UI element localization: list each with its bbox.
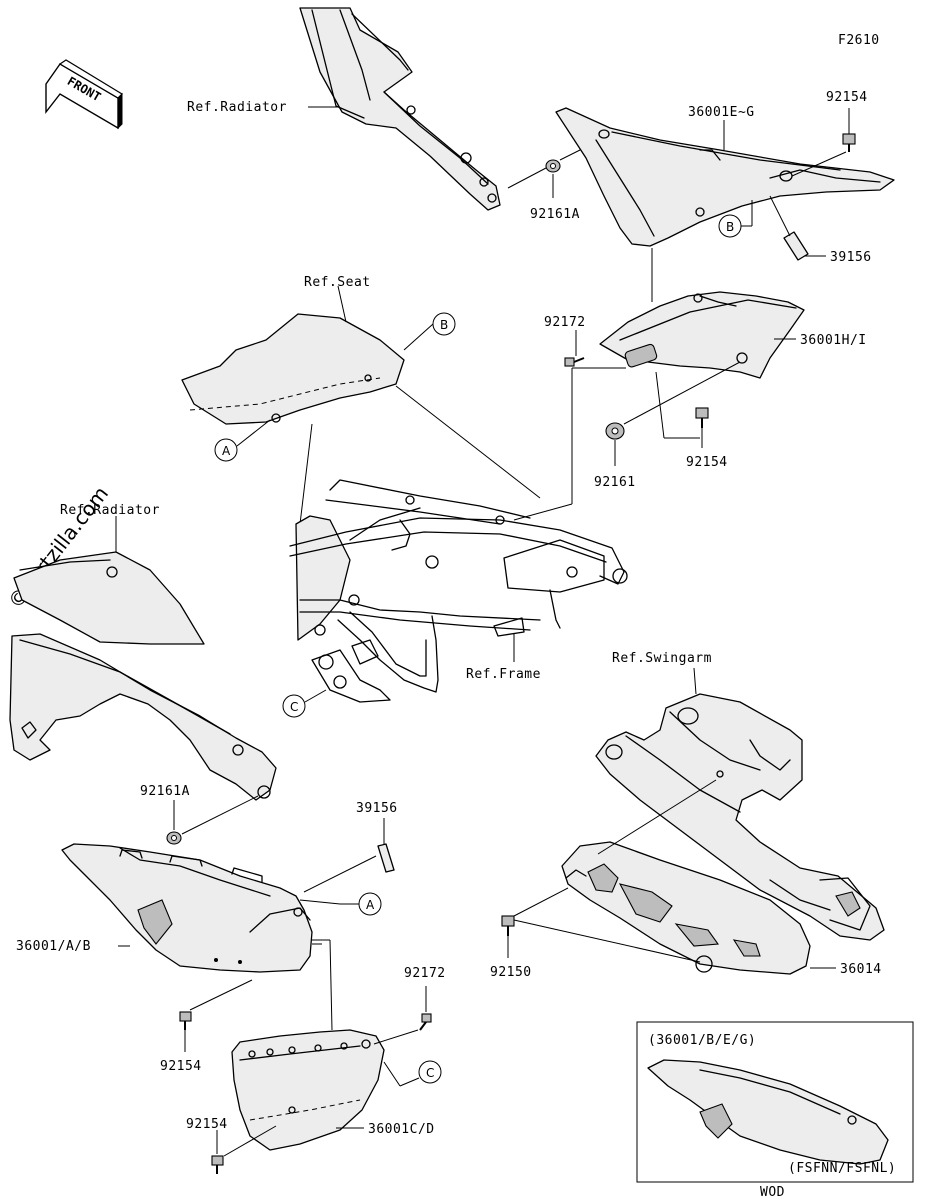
grommet-92161a-top <box>545 159 561 173</box>
side-cover-36001e-g <box>555 107 895 247</box>
bolt-92154-mid <box>695 407 709 428</box>
inset-title: (36001/B/E/G) <box>648 1033 756 1048</box>
callout-b-seat: B <box>440 318 448 332</box>
footer-code: WOD <box>760 1185 785 1200</box>
grommet-92161 <box>605 422 625 440</box>
figure-code: F2610 <box>838 33 880 48</box>
bolt-92154-bottom <box>211 1155 224 1174</box>
label-92154-top: 92154 <box>826 90 868 105</box>
inner-panel-36001h-i <box>599 291 805 379</box>
label-ref-frame: Ref.Frame <box>466 667 541 682</box>
label-ref-radiator-left: Ref.Radiator <box>60 503 160 518</box>
chain-guard-36014 <box>561 841 811 975</box>
label-36001e-g: 36001E~G <box>688 105 755 120</box>
label-92172-bottom: 92172 <box>404 966 446 981</box>
label-36001c-d: 36001C/D <box>368 1122 435 1137</box>
label-92150: 92150 <box>490 965 532 980</box>
front-arrow-icon: FRONT <box>45 59 123 130</box>
clip-39156-left <box>377 843 395 873</box>
label-36014: 36014 <box>840 962 882 977</box>
callout-c-lower: C <box>426 1066 434 1080</box>
label-ref-swingarm: Ref.Swingarm <box>612 651 712 666</box>
callout-a-cover: A <box>366 898 375 912</box>
label-92161a-top: 92161A <box>530 207 580 222</box>
label-92154-mid: 92154 <box>686 455 728 470</box>
label-36001-a-b: 36001/A/B <box>16 939 91 954</box>
callout-c-frame: C <box>290 700 298 714</box>
bolt-92154-top <box>842 133 856 152</box>
bolt-92154-left <box>179 1011 192 1030</box>
clip-39156-top <box>783 231 809 261</box>
screw-92172-top <box>564 357 585 367</box>
label-92161a-left: 92161A <box>140 784 190 799</box>
screw-92172-bottom <box>419 1013 432 1031</box>
swingarm-reference <box>595 693 885 941</box>
side-cover-36001-a-b <box>61 843 313 973</box>
label-92172-top: 92172 <box>544 315 586 330</box>
frame-reference <box>289 479 628 703</box>
label-36001h-i: 36001H/I <box>800 333 867 348</box>
seat-reference <box>181 313 405 425</box>
label-92161: 92161 <box>594 475 636 490</box>
bolt-92150 <box>501 915 515 936</box>
radiator-shroud-left <box>9 551 277 801</box>
label-39156-top: 39156 <box>830 250 872 265</box>
radiator-shroud-top <box>299 7 501 211</box>
label-92154-bottom: 92154 <box>186 1117 228 1132</box>
label-ref-radiator-top: Ref.Radiator <box>187 100 287 115</box>
label-ref-seat: Ref.Seat <box>304 275 371 290</box>
label-92154-left: 92154 <box>160 1059 202 1074</box>
label-39156-left: 39156 <box>356 801 398 816</box>
inset-box: (36001/B/E/G) (FSFNN/FSFNL) <box>636 1021 914 1183</box>
callout-b-cover: B <box>726 220 734 234</box>
inset-note: (FSFNN/FSFNL) <box>788 1161 896 1176</box>
grommet-92161a-left <box>166 831 182 845</box>
callout-a-seat: A <box>222 444 231 458</box>
lower-cover-36001c-d <box>231 1029 385 1151</box>
